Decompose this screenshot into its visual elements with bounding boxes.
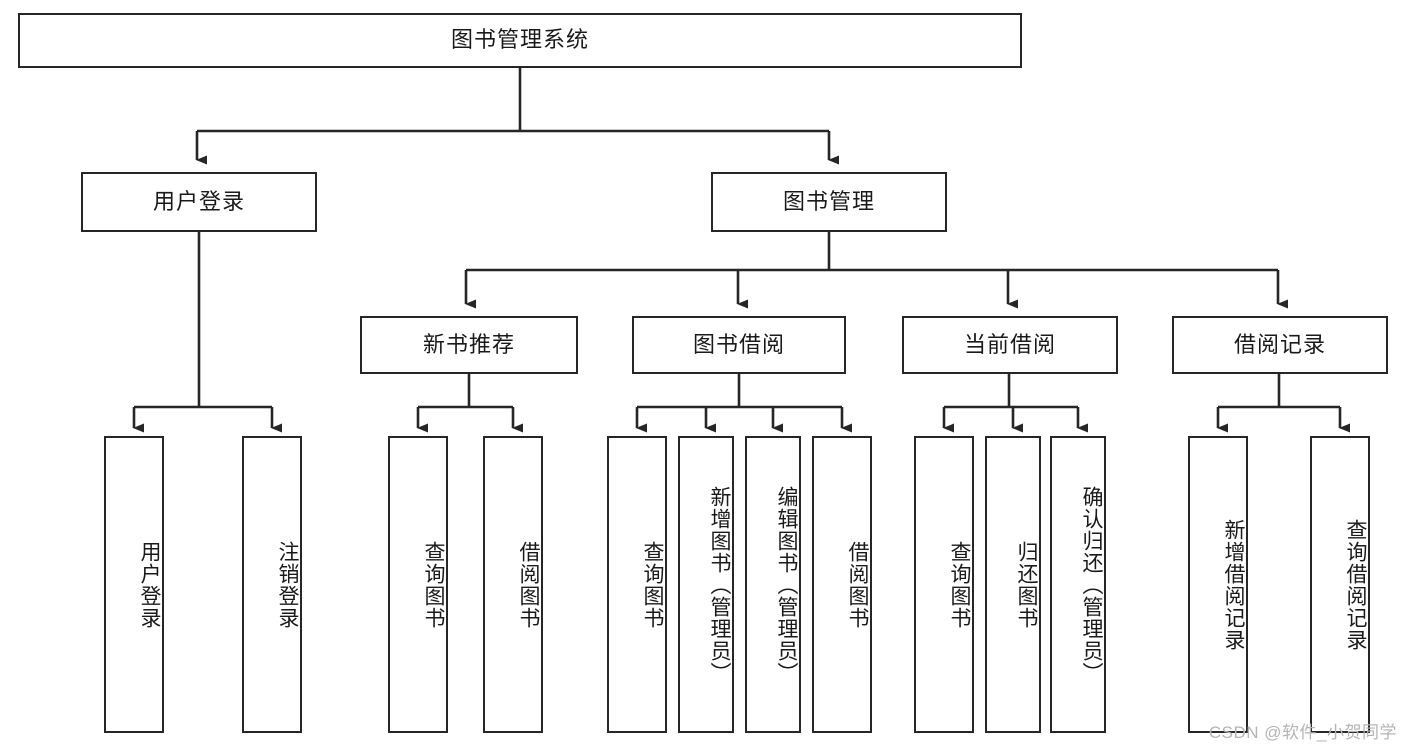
node-leaf-query-book-3[interactable]: 查询图书 (914, 436, 974, 733)
connector-currentborrow-to-leaves (942, 374, 1088, 433)
node-leaf-query-book-3-label: 查询图书 (948, 540, 971, 629)
connector-root-to-level1 (195, 68, 839, 165)
node-leaf-query-book-1[interactable]: 查询图书 (388, 436, 448, 733)
node-leaf-user-logout-label: 注销登录 (276, 540, 299, 629)
node-current-borrow-label: 当前借阅 (963, 331, 1056, 357)
node-book-mgmt[interactable]: 图书管理 (711, 172, 947, 232)
node-leaf-user-logout[interactable]: 注销登录 (242, 436, 302, 733)
node-leaf-add-record[interactable]: 新增借阅记录 (1188, 436, 1248, 733)
node-user-login-label: 用户登录 (152, 188, 245, 214)
node-root-label: 图书管理系统 (450, 27, 589, 53)
node-leaf-confirm-return[interactable]: 确认归还（管理员） (1050, 436, 1106, 733)
node-current-borrow[interactable]: 当前借阅 (902, 316, 1118, 374)
connector-borrowrecord-to-leaves (1216, 374, 1350, 433)
connector-bookborrow-to-leaves (635, 374, 852, 433)
node-new-book-rec-label: 新书推荐 (422, 331, 515, 357)
node-leaf-query-book-2-label: 查询图书 (641, 540, 664, 629)
node-leaf-query-book-2[interactable]: 查询图书 (607, 436, 667, 733)
node-leaf-edit-book-label: 编辑图书（管理员） (775, 485, 798, 684)
node-leaf-borrow-book-2-label: 借阅图书 (846, 540, 869, 629)
node-leaf-add-book-label: 新增图书（管理员） (708, 485, 731, 684)
watermark: CSDN @软件_小贺同学 (1208, 723, 1397, 742)
node-leaf-add-book[interactable]: 新增图书（管理员） (678, 436, 734, 733)
node-book-borrow[interactable]: 图书借阅 (632, 316, 846, 374)
node-leaf-user-login[interactable]: 用户登录 (104, 436, 164, 733)
node-borrow-record[interactable]: 借阅记录 (1172, 316, 1388, 374)
node-root[interactable]: 图书管理系统 (18, 13, 1022, 68)
node-leaf-confirm-return-label: 确认归还（管理员） (1080, 485, 1103, 684)
node-book-borrow-label: 图书借阅 (692, 331, 785, 357)
node-leaf-return-book-label: 归还图书 (1015, 540, 1038, 629)
node-borrow-record-label: 借阅记录 (1233, 331, 1326, 357)
connector-bookmgmt-to-level2 (464, 232, 1288, 309)
node-leaf-query-record[interactable]: 查询借阅记录 (1310, 436, 1370, 733)
node-leaf-user-login-label: 用户登录 (138, 540, 161, 629)
node-leaf-borrow-book-1[interactable]: 借阅图书 (483, 436, 543, 733)
node-new-book-rec[interactable]: 新书推荐 (360, 316, 578, 374)
node-leaf-borrow-book-1-label: 借阅图书 (517, 540, 540, 629)
node-leaf-return-book[interactable]: 归还图书 (985, 436, 1041, 733)
node-leaf-add-record-label: 新增借阅记录 (1222, 518, 1245, 651)
node-leaf-query-record-label: 查询借阅记录 (1344, 518, 1367, 651)
node-user-login[interactable]: 用户登录 (81, 172, 317, 232)
connector-newbookrec-to-leaves (416, 374, 523, 433)
node-book-mgmt-label: 图书管理 (782, 188, 875, 214)
node-leaf-query-book-1-label: 查询图书 (422, 540, 445, 629)
node-leaf-borrow-book-2[interactable]: 借阅图书 (812, 436, 872, 733)
connector-userlogin-to-leaves (132, 232, 282, 433)
node-leaf-edit-book[interactable]: 编辑图书（管理员） (745, 436, 801, 733)
